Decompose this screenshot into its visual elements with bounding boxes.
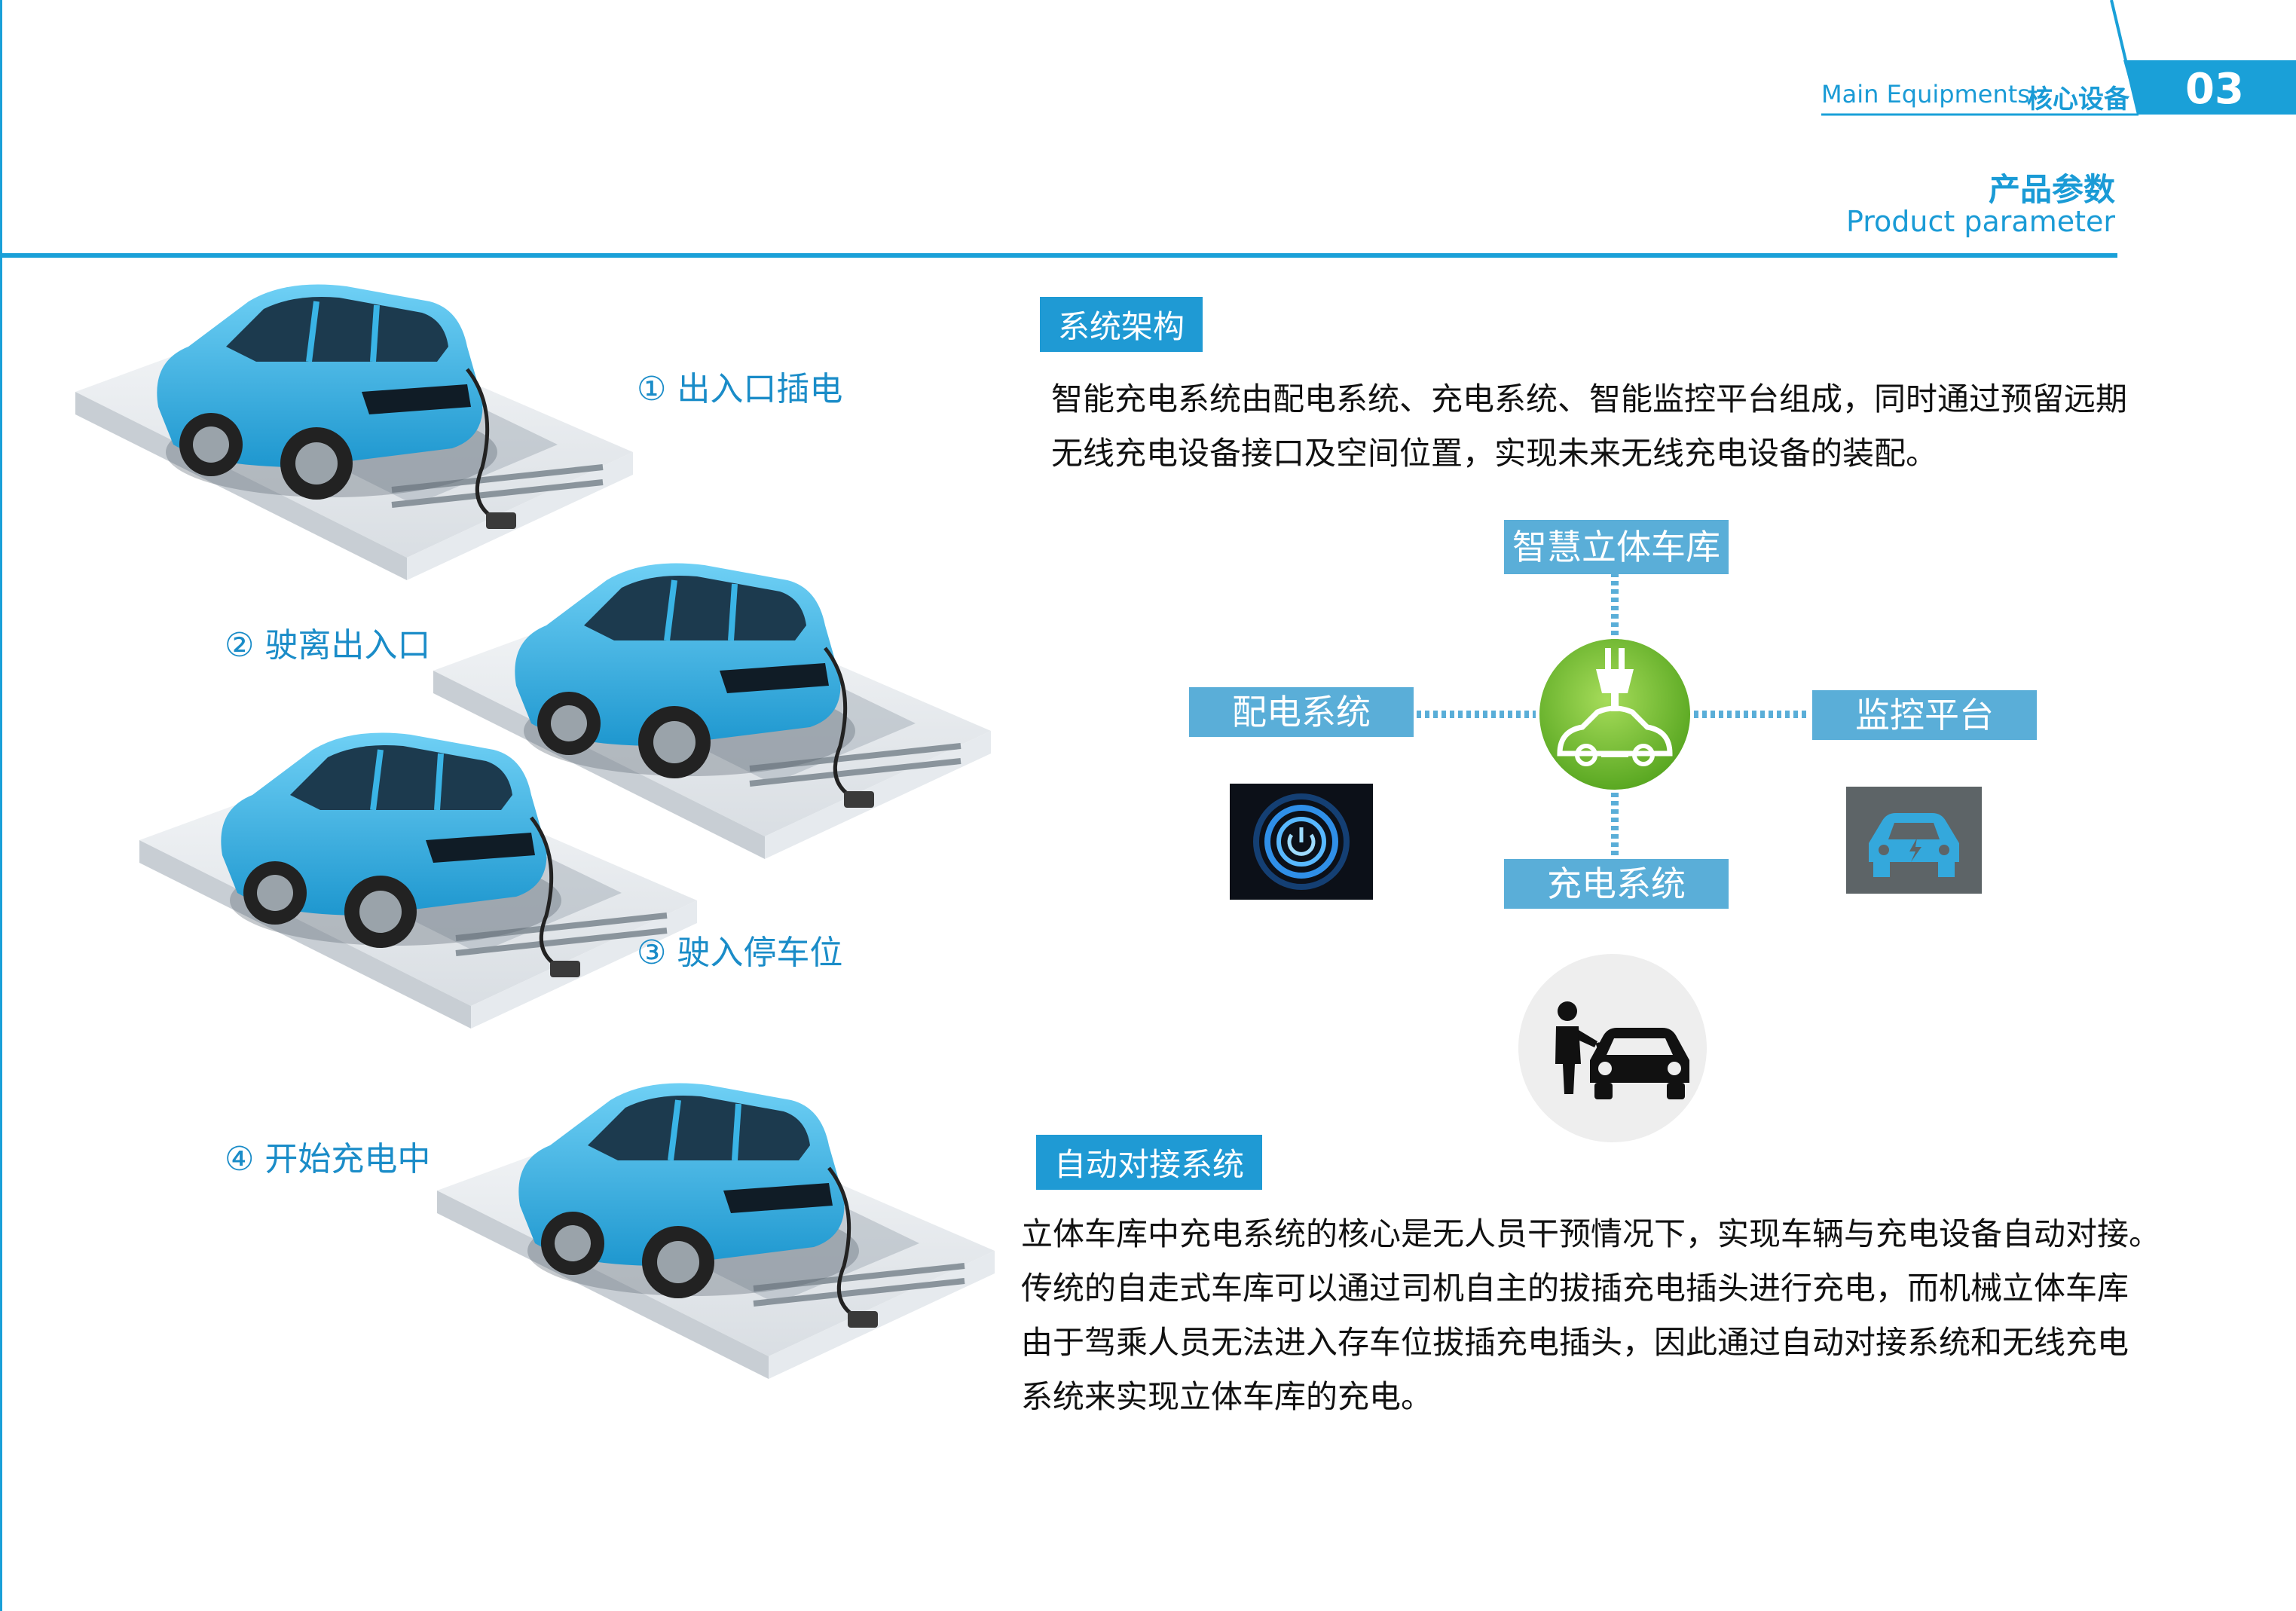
header-rule	[0, 253, 2117, 258]
header-title-en: Main Equipments	[1821, 80, 2030, 109]
car-scene-step1	[75, 279, 693, 595]
architecture-paragraph: 智能充电系统由配电系统、充电系统、智能监控平台组成，同时通过预留远期 无线充电设…	[1051, 372, 2127, 481]
docking-line-2: 传统的自走式车库可以通过司机自主的拔插充电插头进行充电，而机械立体车库	[1021, 1270, 2129, 1307]
charging-hub-icon	[1539, 639, 1690, 790]
architecture-line-2: 无线充电设备接口及空间位置，实现未来无线充电设备的装配。	[1051, 435, 1938, 472]
box-monitoring-platform: 监控平台	[1812, 690, 2037, 740]
architecture-line-1: 智能充电系统由配电系统、充电系统、智能监控平台组成，同时通过预留远期	[1051, 381, 2128, 417]
electric-car-icon	[1846, 787, 1982, 894]
power-button-icon	[1230, 784, 1373, 900]
box-smart-garage: 智慧立体车库	[1504, 520, 1729, 574]
step-label-2: ② 驶离出入口	[225, 626, 431, 665]
left-edge-bar	[0, 0, 2, 1611]
step-label-4: ④ 开始充电中	[225, 1140, 431, 1178]
architecture-diagram	[1417, 573, 1810, 859]
section-title-cn: 产品参数	[1988, 171, 2115, 208]
header-decoration	[1821, 0, 2296, 116]
header-title-cn: 核心设备	[2027, 84, 2129, 115]
docking-line-3: 由于驾乘人员无法进入存车位拔插充电插头，因此通过自动对接系统和无线充电	[1021, 1324, 2129, 1361]
car-scene-step4	[437, 1078, 1055, 1394]
box-power-distribution: 配电系统	[1189, 687, 1414, 737]
section-title-en: Product parameter	[1846, 205, 2115, 238]
car-scene-step3	[139, 727, 757, 1044]
step-label-1: ① 出入口插电	[637, 370, 843, 408]
person-charging-car-icon	[1518, 954, 1707, 1142]
architecture-tag: 系统架构	[1040, 297, 1203, 352]
step-label-3: ③ 驶入停车位	[637, 934, 843, 972]
docking-line-4: 系统来实现立体车库的充电。	[1021, 1378, 1433, 1415]
docking-tag: 自动对接系统	[1036, 1135, 1263, 1190]
box-charging-system: 充电系统	[1504, 859, 1729, 909]
docking-paragraph: 立体车库中充电系统的核心是无人员干预情况下，实现车辆与充电设备自动对接。 传统的…	[1021, 1207, 2160, 1424]
docking-line-1: 立体车库中充电系统的核心是无人员干预情况下，实现车辆与充电设备自动对接。	[1021, 1215, 2161, 1252]
page-number: 03	[2185, 65, 2244, 114]
